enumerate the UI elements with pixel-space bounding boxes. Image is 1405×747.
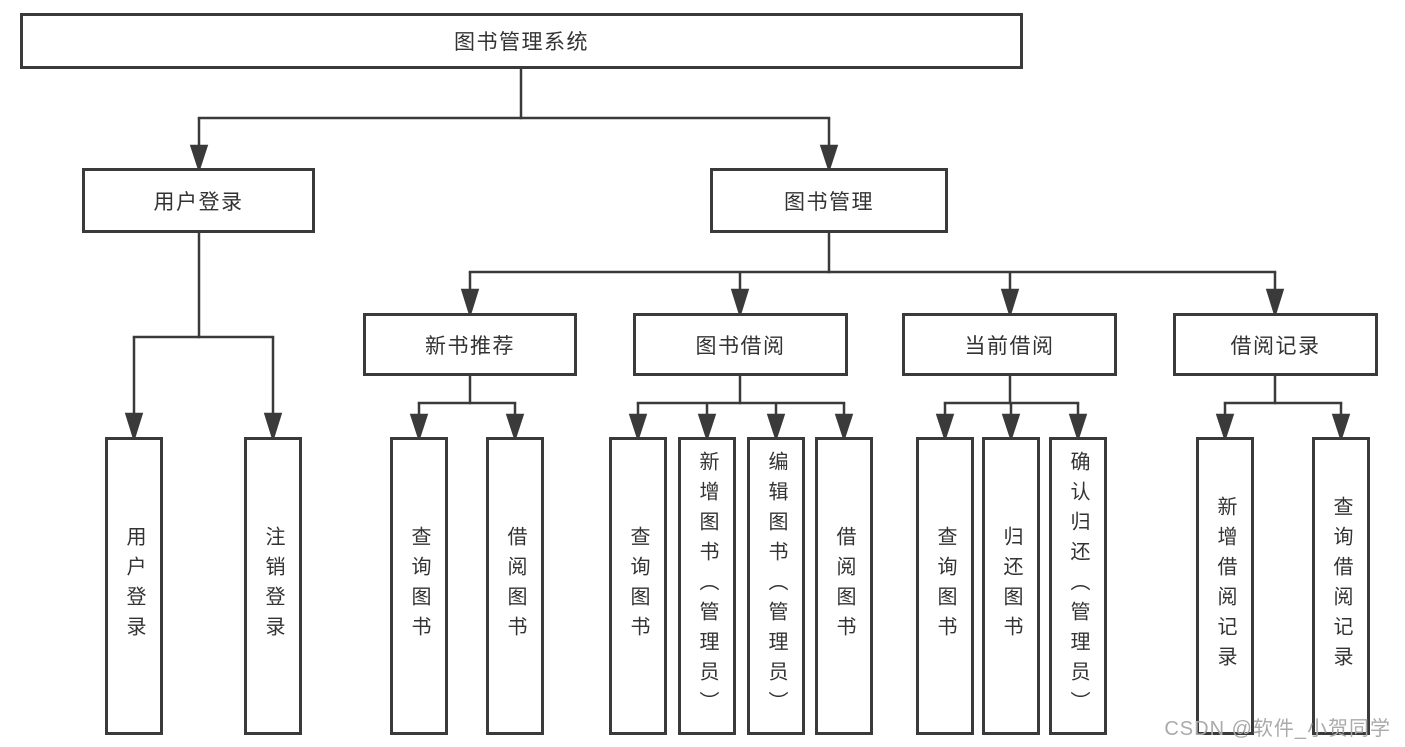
leaf-records-query: 查询借阅记录 [1312,437,1370,735]
leaf-records-query-label: 查询借阅记录 [1330,496,1352,676]
node-new-books: 新书推荐 [363,313,577,376]
leaf-borrow-edit: 编辑图书（管理员） [747,437,805,735]
leaf-logout: 注销登录 [244,437,302,735]
leaf-current-query: 查询图书 [916,437,974,735]
leaf-current-return: 归还图书 [982,437,1040,735]
leaf-user-login-label: 用户登录 [123,526,145,646]
leaf-newbooks-borrow: 借阅图书 [486,437,544,735]
leaf-user-login: 用户登录 [105,437,163,735]
leaf-borrow-add: 新增图书（管理员） [678,437,736,735]
node-user-login-label: 用户登录 [153,190,244,214]
leaf-borrow-borrow-label: 借阅图书 [833,526,855,646]
leaf-records-add-label: 新增借阅记录 [1214,496,1236,676]
node-new-books-label: 新书推荐 [425,334,515,358]
node-book-mgmt-label: 图书管理 [784,190,874,214]
leaf-borrow-borrow: 借阅图书 [815,437,873,735]
leaf-newbooks-query-label: 查询图书 [408,526,430,646]
node-current-borrow: 当前借阅 [902,313,1117,376]
node-root: 图书管理系统 [20,13,1023,69]
csdn-watermark: CSDN @软件_小贺同学 [1164,718,1391,740]
leaf-current-query-label: 查询图书 [934,526,956,646]
leaf-current-confirm: 确认归还（管理员） [1049,437,1107,735]
leaf-borrow-query-label: 查询图书 [627,526,649,646]
leaf-newbooks-query: 查询图书 [390,437,448,735]
leaf-borrow-add-label: 新增图书（管理员） [696,451,718,721]
leaf-borrow-query: 查询图书 [609,437,667,735]
node-user-login: 用户登录 [82,168,315,233]
node-book-borrow-label: 图书借阅 [695,334,786,358]
leaf-logout-label: 注销登录 [262,526,284,646]
leaf-borrow-edit-label: 编辑图书（管理员） [765,451,787,721]
leaf-records-add: 新增借阅记录 [1196,437,1254,735]
node-root-label: 图书管理系统 [454,31,589,54]
node-current-borrow-label: 当前借阅 [964,334,1055,358]
leaf-current-confirm-label: 确认归还（管理员） [1067,451,1089,721]
node-borrow-records: 借阅记录 [1173,313,1378,376]
node-borrow-records-label: 借阅记录 [1230,334,1321,358]
node-book-mgmt: 图书管理 [710,168,948,233]
leaf-current-return-label: 归还图书 [1000,526,1022,646]
leaf-newbooks-borrow-label: 借阅图书 [504,526,526,646]
node-book-borrow: 图书借阅 [633,313,848,376]
